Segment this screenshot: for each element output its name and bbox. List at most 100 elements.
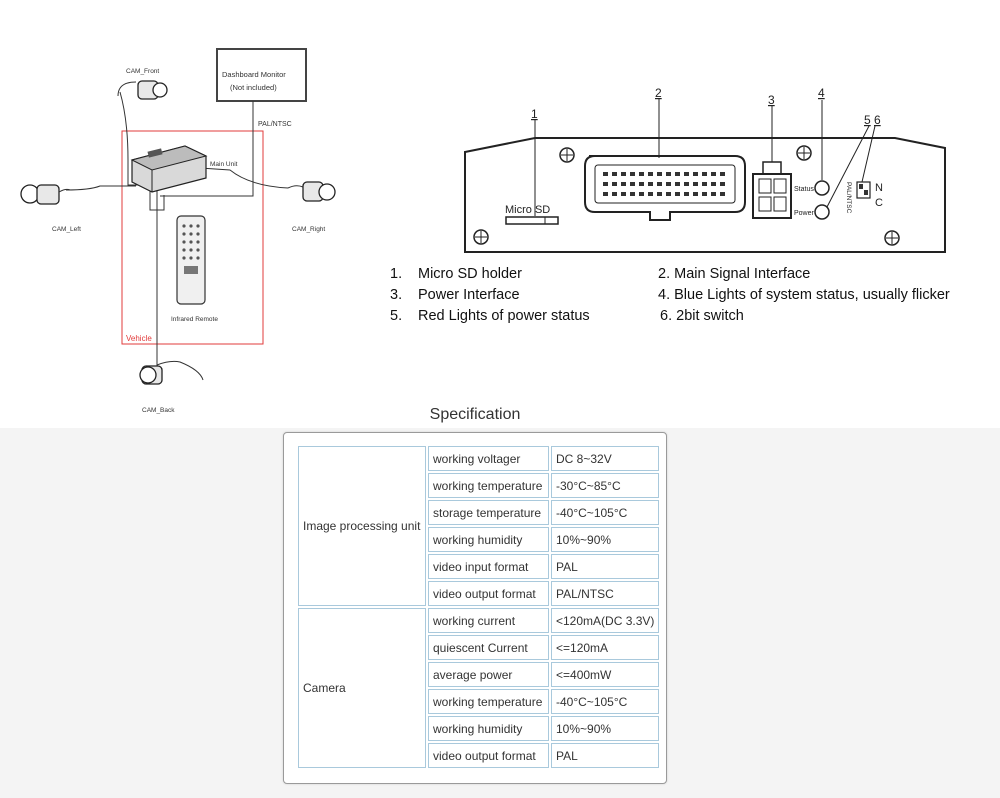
dashboard-monitor-label: Dashboard Monitor [222, 70, 286, 79]
screw-icon [884, 230, 900, 246]
legend-number: 2. [658, 266, 671, 282]
table-row: video input format PAL [298, 554, 660, 579]
micro-sd-label: Micro SD [505, 204, 550, 216]
right-cam-wire [199, 167, 289, 189]
cam-right-icon [287, 181, 336, 202]
legend-item: 5. Red Lights of power status [390, 308, 590, 324]
front-cam-wire [119, 91, 145, 186]
spec-value-cell: -40°C~105°C [551, 689, 660, 714]
switch-n-label: N [875, 182, 883, 194]
status-label: Status [794, 186, 814, 193]
callout-6: 6 [874, 113, 881, 127]
spec-value-cell: -40°C~105°C [551, 500, 660, 525]
remote-wire [149, 188, 165, 211]
table-row: Image processing unit working voltager D… [298, 446, 660, 606]
spec-value-cell: <=400mW [551, 662, 660, 687]
spec-param-cell: working humidity [428, 716, 549, 741]
spec-table: Image processing unit working voltager D… [296, 444, 661, 770]
callout-5: 5 [864, 113, 871, 127]
spec-param-cell: working temperature [428, 473, 549, 498]
spec-value-cell: -30°C~85°C [551, 473, 660, 498]
legend-number: 6. [660, 308, 673, 324]
spec-param-cell: working temperature [428, 689, 549, 714]
dashboard-monitor [216, 48, 307, 102]
power-led [814, 204, 830, 220]
pal-ntsc-switch-label: PAL/NTSC [845, 182, 852, 214]
cam-front-icon [117, 80, 168, 100]
legend-item: 6. 2bit switch [660, 308, 744, 324]
legend-text: Blue Lights of system status, usually fl… [674, 287, 950, 303]
spec-group-cell: Camera [298, 608, 426, 768]
legend-text: Red Lights of power status [418, 308, 590, 324]
wiring-diagram: Vehicle Dashboard Monitor (Not included)… [20, 48, 336, 414]
legend-item: 4. Blue Lights of system status, usually… [658, 287, 950, 303]
panel-diagram: Micro SD Status Power N C PAL/NTSC 1 [464, 86, 946, 253]
spec-value-cell: 10%~90% [551, 527, 660, 552]
screw-icon [796, 145, 812, 161]
vehicle-box [121, 130, 264, 345]
power-label: Power [794, 210, 815, 217]
callout-3: 3 [768, 93, 775, 107]
left-cam-wire [65, 185, 136, 191]
infrared-remote-label: Infrared Remote [171, 316, 218, 323]
callout-4: 4 [818, 86, 825, 100]
spec-param-cell: video output format [428, 743, 549, 768]
legend-item: 3. Power Interface [390, 287, 520, 303]
legend-text: 2bit switch [676, 308, 744, 324]
spec-value-cell: <=120mA [551, 635, 660, 660]
spec-group-cell: Image processing unit [298, 446, 426, 606]
cam-left-icon [20, 184, 71, 205]
cam-left-label: CAM_Left [52, 226, 81, 233]
spec-value-cell: PAL/NTSC [551, 581, 660, 606]
spec-title: Specification [429, 406, 521, 423]
spec-param-cell: working humidity [428, 527, 549, 552]
spec-value-cell: <120mA(DC 3.3V) [551, 608, 660, 633]
status-led [814, 180, 830, 196]
spec-param-cell: video output format [428, 581, 549, 606]
infrared-remote-icon [176, 215, 206, 305]
callout-2: 2 [655, 86, 662, 100]
table-row: video output format PAL [298, 743, 660, 768]
callout-1: 1 [531, 107, 538, 121]
main-signal-connector [584, 155, 746, 221]
legend-number: 5. [390, 308, 403, 324]
table-row: working humidity 10%~90% [298, 527, 660, 552]
switch-c-label: C [875, 197, 883, 209]
table-row: working temperature -30°C~85°C [298, 473, 660, 498]
legend-item: 1. Micro SD holder [390, 266, 522, 282]
spec-param-cell: working current [428, 608, 549, 633]
screw-icon [559, 147, 575, 163]
vehicle-label: Vehicle [126, 334, 152, 343]
legend-number: 1. [390, 266, 403, 282]
spec-value-cell: PAL [551, 554, 660, 579]
table-row: working temperature -40°C~105°C [298, 689, 660, 714]
main-unit [130, 145, 208, 193]
spec-param-cell: video input format [428, 554, 549, 579]
micro-sd-slot [505, 216, 559, 225]
table-row: working humidity 10%~90% [298, 716, 660, 741]
table-row: video output format PAL/NTSC [298, 581, 660, 606]
legend-text: Micro SD holder [418, 266, 522, 282]
table-row: average power <=400mW [298, 662, 660, 687]
spec-param-cell: quiescent Current [428, 635, 549, 660]
main-unit-label: Main Unit [210, 161, 238, 168]
cam-back-label: CAM_Back [142, 407, 175, 414]
monitor-wire [160, 101, 254, 197]
pal-ntsc-wire-label: PAL/NTSC [258, 121, 292, 128]
table-row: storage temperature -40°C~105°C [298, 500, 660, 525]
power-connector [752, 161, 792, 219]
cam-back-icon [139, 360, 204, 385]
screw-icon [473, 229, 489, 245]
legend-text: Power Interface [418, 287, 520, 303]
legend-number: 3. [390, 287, 403, 303]
spec-param-cell: average power [428, 662, 549, 687]
legend-item: 2. Main Signal Interface [658, 266, 810, 282]
legend-text: Main Signal Interface [674, 266, 811, 282]
table-row: Camera working current <120mA(DC 3.3V) [298, 608, 660, 768]
dip-switch [856, 181, 871, 199]
not-included-label: (Not included) [230, 83, 277, 92]
legend-number: 4. [658, 287, 671, 303]
spec-value-cell: PAL [551, 743, 660, 768]
spec-param-cell: storage temperature [428, 500, 549, 525]
spec-param-cell: working voltager [428, 446, 549, 471]
